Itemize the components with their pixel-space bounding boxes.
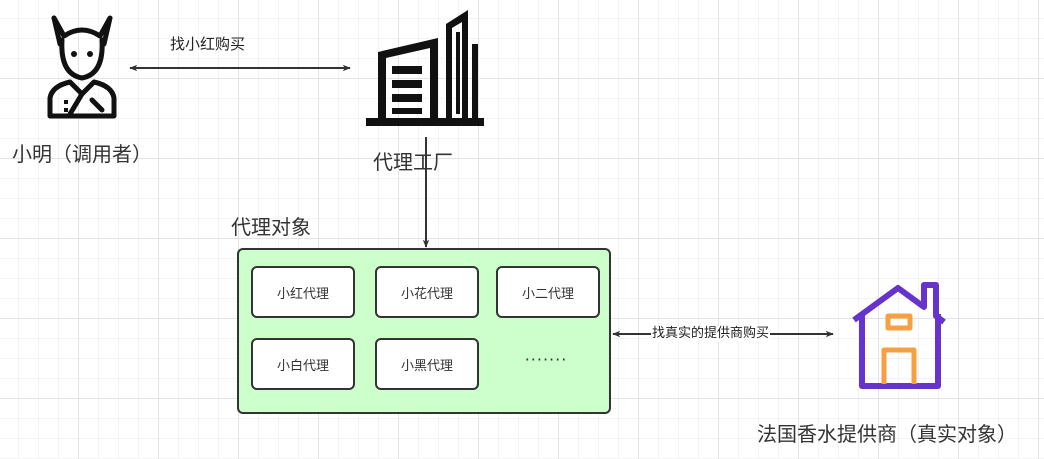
edge-caller-factory-label: 找小红购买 bbox=[170, 35, 246, 53]
factory-label: 代理工厂 bbox=[373, 150, 453, 174]
proxy-item-xiaohong[interactable]: 小红代理 bbox=[251, 266, 355, 318]
office-building-icon bbox=[366, 10, 484, 126]
caller-node[interactable] bbox=[40, 14, 124, 120]
edge-group-supplier-label: 找真实的提供商购买 bbox=[651, 326, 771, 342]
caller-label: 小明（调用者） bbox=[12, 142, 152, 166]
supplier-node[interactable] bbox=[850, 280, 948, 390]
house-icon bbox=[852, 282, 946, 389]
person-icon bbox=[47, 15, 117, 119]
proxy-item-more: ······· bbox=[524, 349, 568, 369]
proxy-group-title: 代理对象 bbox=[231, 215, 311, 239]
factory-node[interactable] bbox=[364, 8, 486, 128]
supplier-label: 法国香水提供商（真实对象） bbox=[757, 422, 1017, 446]
proxy-item-xiaohei[interactable]: 小黑代理 bbox=[375, 338, 479, 390]
proxy-item-xiaoer[interactable]: 小二代理 bbox=[496, 266, 600, 318]
proxy-item-xiaobai[interactable]: 小白代理 bbox=[251, 338, 355, 390]
proxy-item-xiaohua[interactable]: 小花代理 bbox=[375, 266, 479, 318]
